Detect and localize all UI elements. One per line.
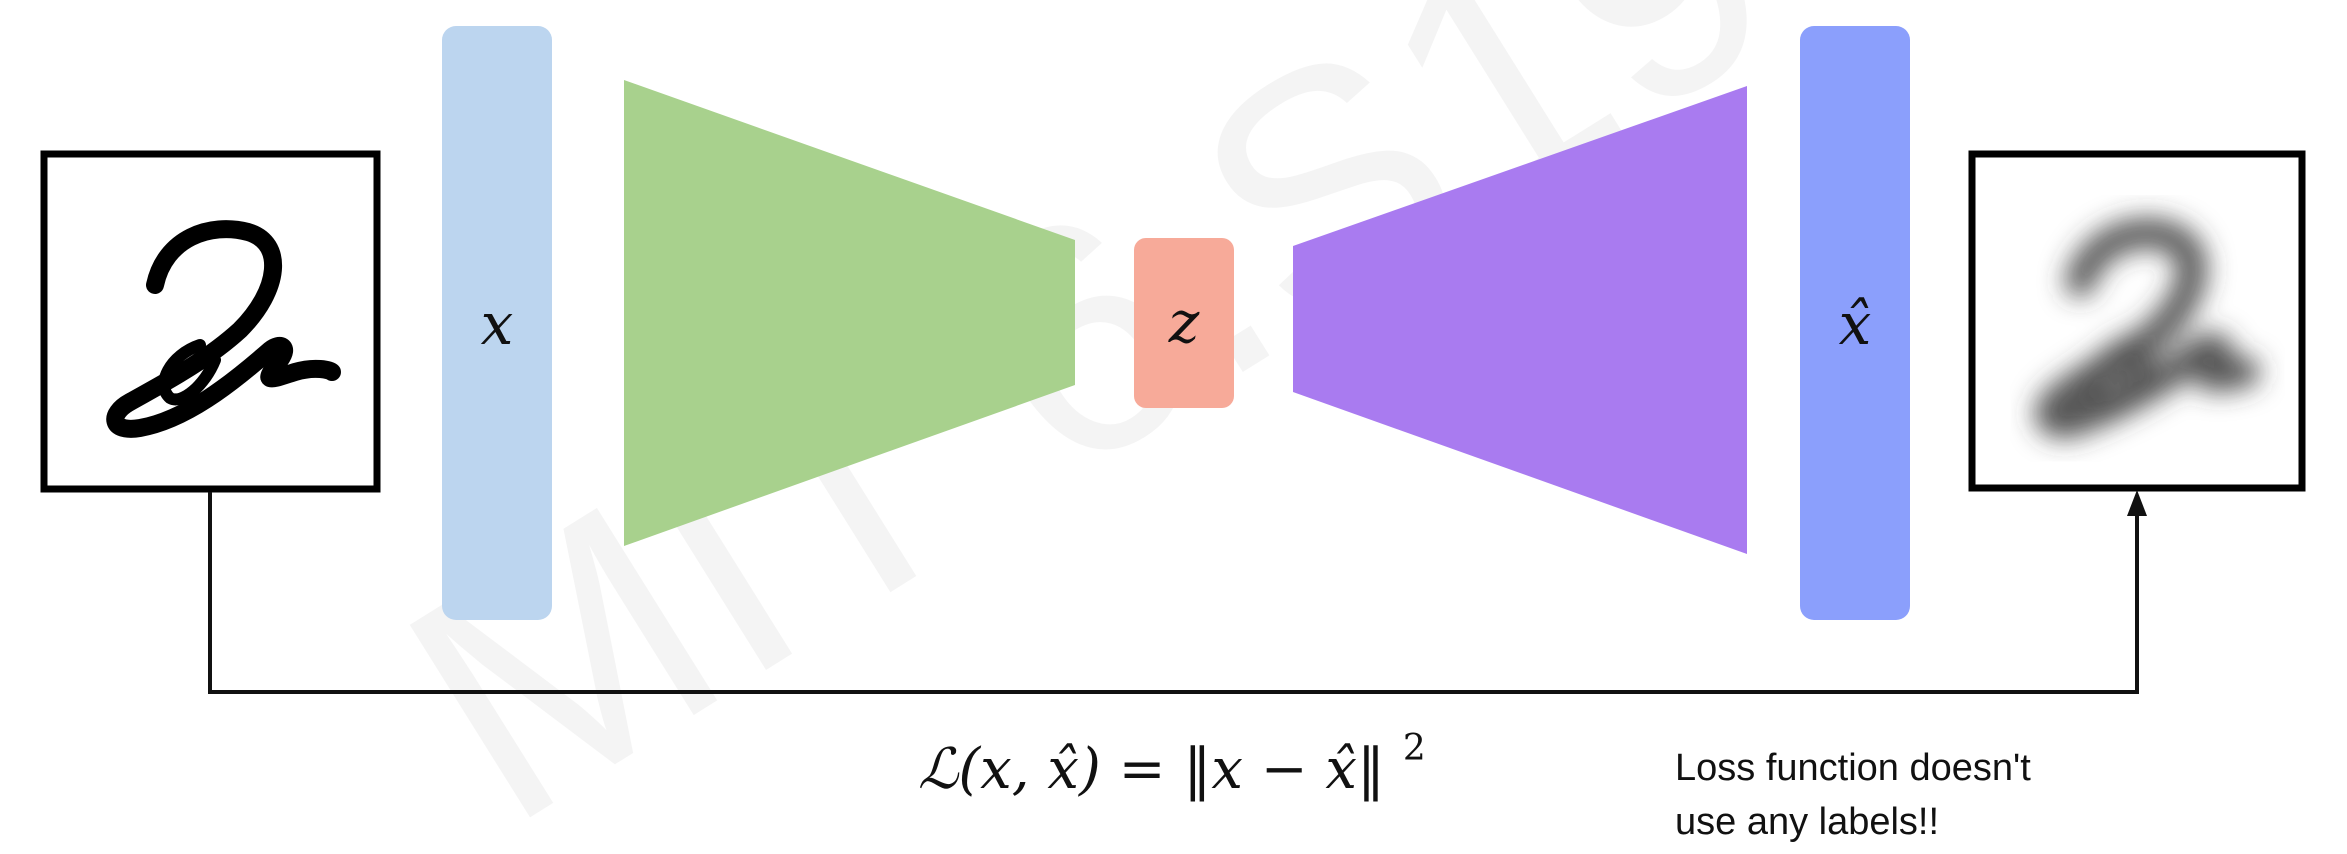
loss-formula-exponent: 2 bbox=[1403, 728, 1426, 769]
blurred-two-icon bbox=[2035, 218, 2260, 439]
input-bar-label: x bbox=[481, 290, 514, 358]
input-image bbox=[40, 150, 381, 493]
output-image bbox=[1968, 150, 2306, 492]
loss-formula-main: ℒ(x, x̂) = ‖x − x̂‖ bbox=[918, 737, 1385, 802]
latent-label: z bbox=[1168, 288, 1200, 356]
handwritten-two-icon bbox=[106, 220, 341, 438]
loss-formula: ℒ(x, x̂) = ‖x − x̂‖ 2 bbox=[918, 728, 1426, 802]
loss-connector-line bbox=[208, 492, 2139, 694]
input-bar bbox=[442, 26, 552, 620]
output-bar bbox=[1800, 26, 1910, 620]
loss-note-line-2: use any labels!! bbox=[1675, 801, 1939, 843]
encoder-shape bbox=[624, 80, 1075, 546]
output-bar-label: x̂ bbox=[1839, 290, 1872, 358]
arrow-head-icon bbox=[2127, 490, 2147, 516]
loss-note-line-1: Loss function doesn't bbox=[1675, 747, 2031, 789]
loss-note: Loss function doesn't use any labels!! bbox=[1675, 747, 2041, 843]
decoder-shape bbox=[1293, 86, 1747, 554]
latent-box bbox=[1134, 238, 1234, 408]
